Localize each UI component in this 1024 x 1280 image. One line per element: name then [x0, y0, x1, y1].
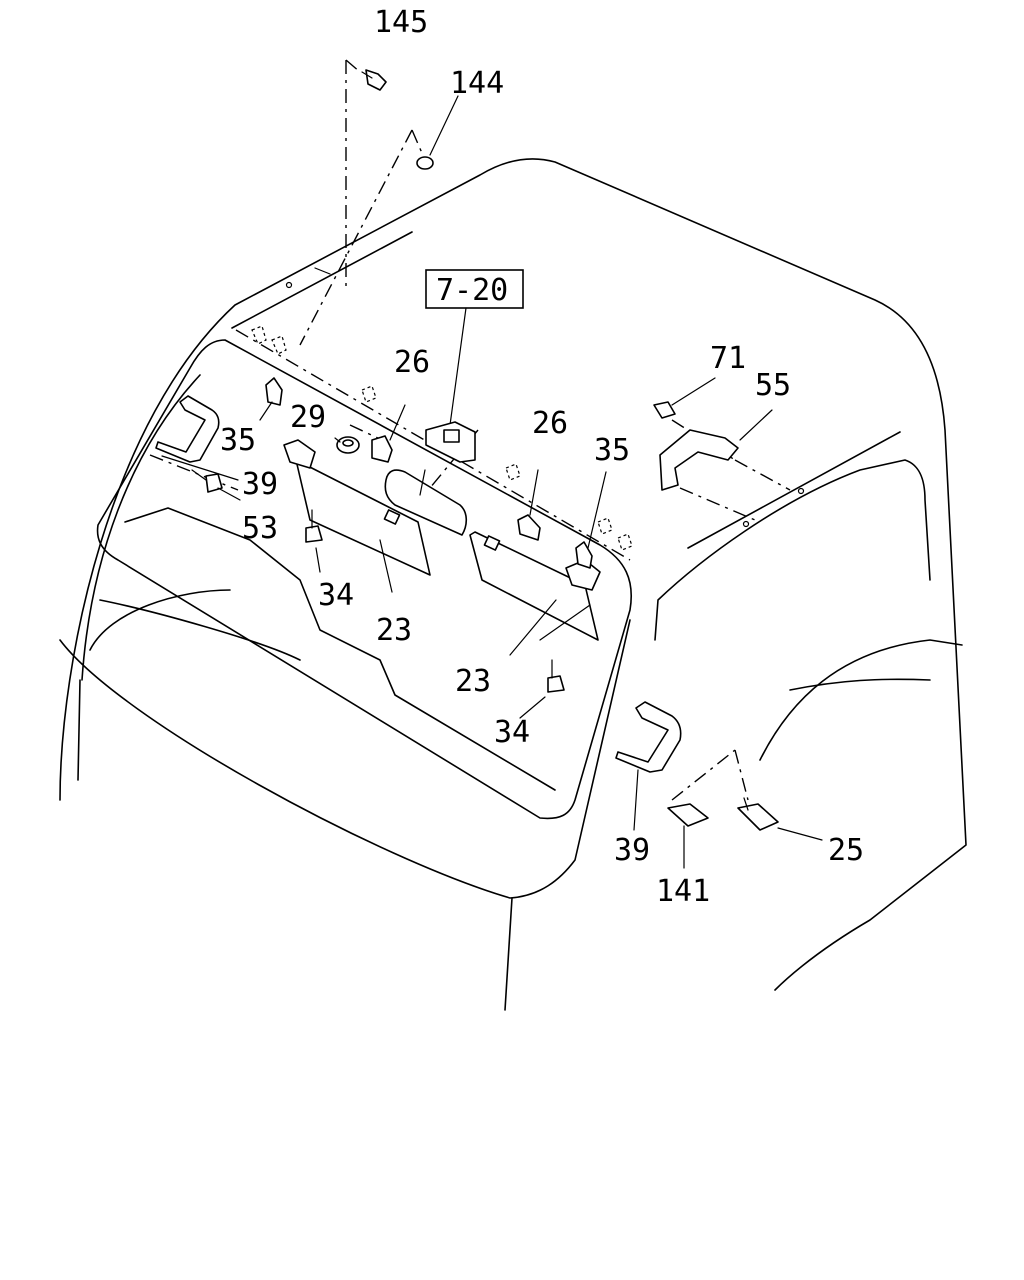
callout-35-right: 35 [594, 433, 630, 468]
clip-35-left [251, 325, 287, 406]
bolt-71 [653, 401, 676, 419]
hook-25 [737, 797, 779, 831]
plug-144 [416, 156, 434, 170]
body-holes [285, 267, 805, 528]
clip-35-right [575, 517, 633, 569]
callout-23-right: 23 [455, 664, 491, 699]
sun-visor-right [469, 531, 601, 641]
callout-29: 29 [290, 400, 326, 435]
callout-71: 71 [710, 341, 746, 376]
screw-34-left [305, 509, 323, 543]
cap-141 [667, 803, 709, 827]
sun-visor-left [283, 439, 431, 576]
rear-view-mirror [384, 469, 468, 536]
screw-34-right [547, 659, 565, 693]
callout-39-left: 39 [242, 467, 278, 502]
ref-box-7-20[interactable]: 7-20 [425, 269, 524, 309]
ref-box-label: 7-20 [436, 273, 508, 308]
callout-34-right: 34 [494, 715, 530, 750]
interior-lamp [425, 421, 476, 463]
hook-26-right [505, 463, 541, 541]
washer-29 [336, 436, 360, 454]
callout-141: 141 [656, 874, 710, 909]
callout-26-left: 26 [394, 345, 430, 380]
cab-body-outline [59, 158, 967, 1011]
callout-145: 145 [374, 5, 428, 40]
screw-145 [361, 69, 387, 91]
callout-26-right: 26 [532, 406, 568, 441]
callout-35-left: 35 [220, 423, 256, 458]
windshield [96, 339, 632, 820]
callout-25: 25 [828, 833, 864, 868]
callout-144: 144 [450, 66, 504, 101]
callout-53: 53 [242, 511, 278, 546]
callout-34-left: 34 [318, 578, 354, 613]
grip-39-left [155, 395, 220, 463]
leader-lines [161, 95, 823, 869]
grip-39-right [615, 701, 682, 773]
bracket-55 [659, 429, 739, 491]
callout-39-right: 39 [614, 833, 650, 868]
hook-26-left [361, 385, 393, 463]
callout-55: 55 [755, 368, 791, 403]
callout-23-left: 23 [376, 613, 412, 648]
